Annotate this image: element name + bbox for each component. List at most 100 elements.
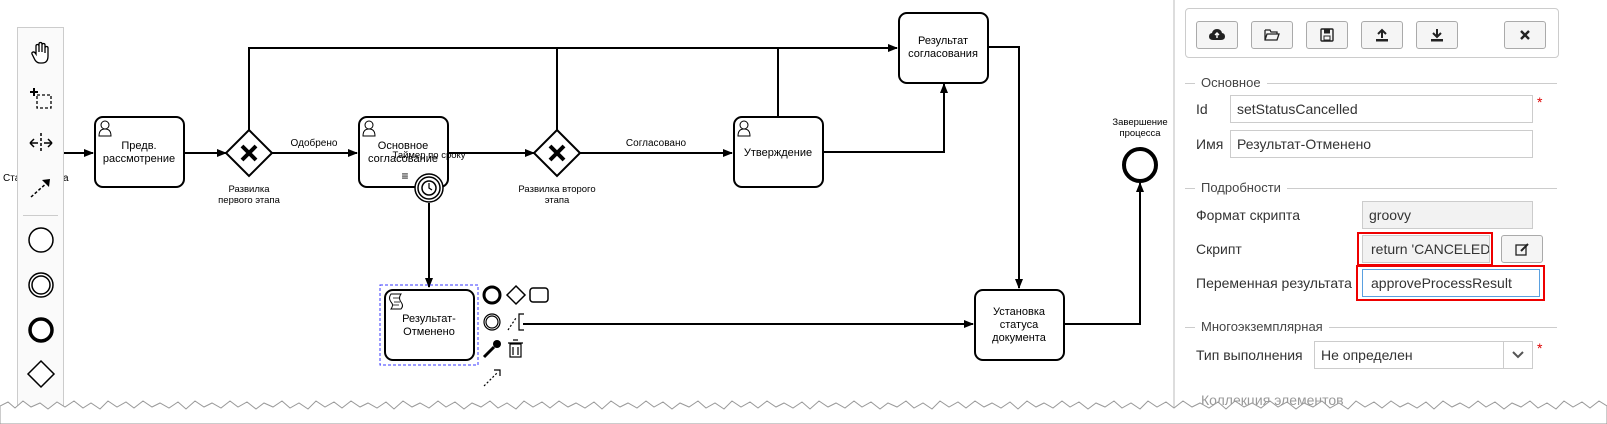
exclusive-gateway-1[interactable]: Развилка первого этапа (218, 128, 281, 206)
gw2-label-1: Развилка второго (518, 184, 595, 195)
export-button[interactable] (1361, 21, 1403, 49)
script-highlight-box (1357, 232, 1493, 266)
name-label: Имя (1196, 136, 1224, 152)
task-set-document-status[interactable]: Установка статуса документа (974, 289, 1065, 361)
script-field[interactable]: return 'CANCELED (1362, 235, 1490, 263)
upload-cloud-button[interactable] (1196, 21, 1238, 49)
edit-icon (1515, 243, 1529, 256)
task-approval-result[interactable]: Результат согласования (898, 12, 989, 84)
panel-divider[interactable] (1173, 0, 1175, 424)
task-result-cancelled[interactable]: Результат- Отменено (379, 284, 479, 366)
global-connect-tool-icon[interactable] (18, 168, 63, 208)
clock-icon (421, 180, 437, 196)
task-result-label-1: Результат (918, 35, 968, 47)
properties-panel: Основное Id setStatusCancelled * Имя Рез… (1177, 0, 1567, 424)
start-event-icon[interactable] (18, 220, 63, 260)
end-label-1: Завершение (1112, 117, 1167, 128)
timer-label: Таймер по сроку (392, 150, 465, 161)
bpmn-canvas[interactable]: Одобрено Согласовано Стаса Предв. рассмо… (0, 0, 1200, 424)
append-task-icon[interactable] (529, 287, 549, 303)
end-event[interactable]: Завершение процесса (1112, 117, 1168, 183)
task-status-label-3: документа (992, 332, 1047, 344)
script-format-label: Формат скрипта (1196, 207, 1300, 223)
lasso-tool-icon[interactable] (18, 78, 63, 118)
required-asterisk: * (1537, 94, 1543, 110)
diagram-svg[interactable]: Одобрено Согласовано Стаса Предв. рассмо… (0, 0, 1200, 424)
script-format-field[interactable]: groovy (1362, 201, 1533, 229)
exec-type-label: Тип выполнения (1196, 347, 1303, 363)
user-task-icon (362, 120, 376, 137)
context-pad[interactable] (482, 284, 549, 387)
task-cancelled-label-2: Отменено (403, 326, 455, 338)
gw1-label-1: Развилка (228, 184, 270, 195)
task-main-approval[interactable]: Основное согласование ≡ (358, 116, 449, 188)
script-label: Скрипт (1196, 241, 1242, 257)
end-label-2: процесса (1119, 128, 1161, 139)
section-basic-title: Основное (1195, 75, 1267, 90)
section-divider-multi (1185, 327, 1557, 328)
edit-script-button[interactable] (1501, 235, 1543, 263)
section-multi-title: Многоэкземплярная (1195, 319, 1329, 334)
task-status-label-2: статуса (1000, 319, 1039, 331)
result-var-field[interactable]: approveProcessResult (1362, 269, 1540, 297)
properties-toolbar (1185, 8, 1559, 58)
name-field[interactable]: Результат-Отменено (1230, 130, 1533, 158)
result-var-label: Переменная результата (1196, 275, 1352, 291)
save-button[interactable] (1306, 21, 1348, 49)
required-asterisk: * (1537, 340, 1543, 356)
hand-tool-icon[interactable] (18, 33, 63, 73)
gw1-label-2: первого этапа (218, 195, 280, 206)
open-button[interactable] (1251, 21, 1293, 49)
tool-palette (17, 27, 64, 408)
user-task-icon (737, 120, 751, 137)
task-cancelled-label-1: Результат- (402, 313, 456, 325)
task-result-label-2: согласования (908, 48, 978, 60)
import-button[interactable] (1416, 21, 1458, 49)
section-divider-basic (1185, 83, 1557, 84)
close-button[interactable] (1504, 21, 1546, 49)
task-prelim-review[interactable]: Предв. рассмотрение (94, 116, 185, 188)
exclusive-gateway-2[interactable]: Развилка второго этапа (518, 128, 596, 206)
id-field[interactable]: setStatusCancelled (1230, 95, 1533, 123)
timer-boundary-event[interactable] (414, 173, 444, 203)
close-icon (1520, 30, 1530, 40)
append-gateway-icon[interactable] (505, 284, 527, 306)
task-confirm-label: Утверждение (744, 147, 812, 159)
exec-type-select[interactable]: Не определен (1314, 341, 1533, 369)
end-event-icon[interactable] (18, 310, 63, 350)
flow-label-approved: Одобрено (291, 137, 338, 149)
section-details-title: Подробности (1195, 180, 1287, 195)
torn-edge (0, 400, 1607, 424)
text-annotation-icon[interactable] (507, 313, 524, 331)
exec-type-value: Не определен (1321, 347, 1413, 363)
download-icon (1431, 29, 1443, 42)
upload-icon (1376, 28, 1388, 42)
floppy-disk-icon (1320, 28, 1334, 42)
multi-instance-icon: ≡ (401, 169, 408, 183)
task-main-label-2: согласование (368, 153, 438, 165)
folder-open-icon (1264, 29, 1280, 41)
palette-separator (23, 215, 58, 216)
task-status-label-1: Установка (993, 306, 1046, 318)
x-marker-icon (548, 144, 566, 162)
trash-icon[interactable] (508, 339, 523, 358)
id-label: Id (1196, 101, 1208, 117)
section-divider-details (1185, 188, 1557, 189)
user-task-icon (98, 120, 112, 137)
append-intermediate-event-icon[interactable] (483, 313, 501, 331)
space-tool-icon[interactable] (18, 123, 63, 163)
intermediate-event-icon[interactable] (18, 265, 63, 305)
change-type-wrench-icon[interactable] (482, 340, 501, 359)
task-prelim-label-2: рассмотрение (103, 153, 175, 165)
result-var-highlight-box (1356, 265, 1545, 301)
connect-arrow-icon[interactable] (483, 369, 501, 387)
gateway-icon[interactable] (18, 354, 63, 394)
x-marker-icon (240, 144, 258, 162)
flow-label-agreed: Согласовано (626, 138, 687, 149)
selection-outline (379, 284, 479, 366)
chevron-down-icon[interactable] (1503, 342, 1532, 368)
append-end-event-icon[interactable] (482, 285, 502, 305)
task-confirmation[interactable]: Утверждение (733, 116, 824, 188)
gw2-label-2: этапа (545, 195, 570, 206)
task-main-label-1: Основное (378, 140, 428, 152)
